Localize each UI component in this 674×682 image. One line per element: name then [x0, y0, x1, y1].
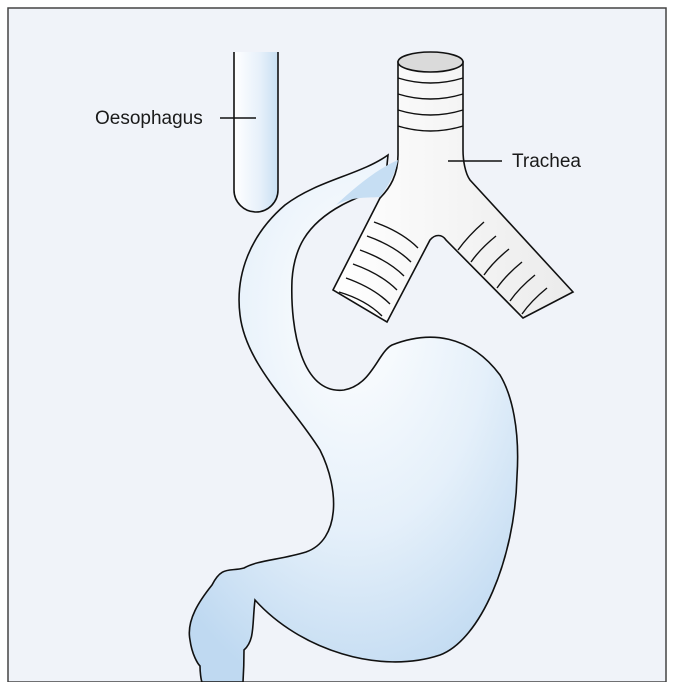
- upper-oesophageal-pouch: [234, 52, 278, 212]
- trachea-opening: [398, 52, 463, 72]
- oesophagus-label: Oesophagus: [95, 108, 203, 129]
- trachea-label: Trachea: [512, 151, 581, 172]
